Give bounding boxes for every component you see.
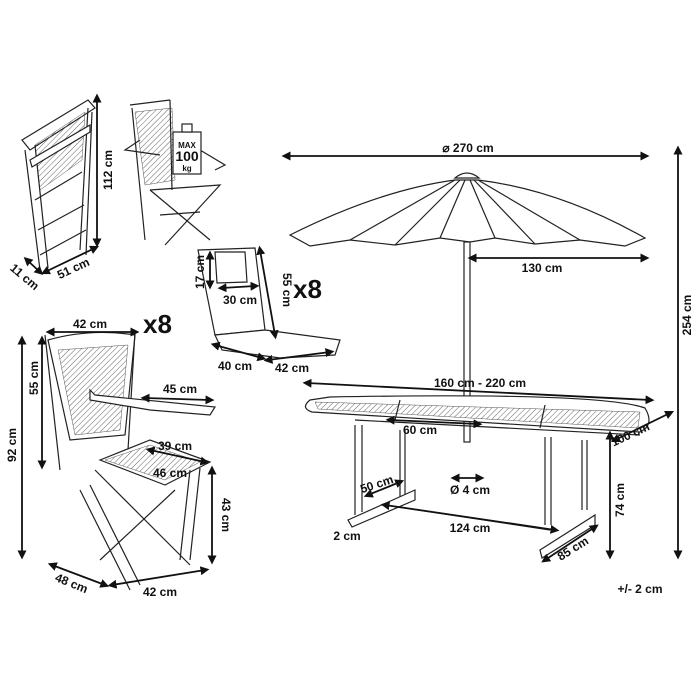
base-depth-label: 48 cm (53, 570, 90, 596)
folded-depth-label: 11 cm (7, 261, 42, 293)
folded-width-arrow (40, 245, 100, 275)
chair-back-label: 55 cm (27, 361, 41, 395)
folded-chair-drawing (21, 99, 96, 271)
table-length-label: 160 cm - 220 cm (434, 376, 526, 390)
chair-height-label: 92 cm (5, 428, 19, 462)
cushion-width-label: 42 cm (275, 361, 309, 375)
base-width-label: 42 cm (143, 585, 177, 599)
table-width-arrow (610, 410, 675, 443)
leg-span-arrow (380, 501, 560, 534)
umbrella-radius-label: 130 cm (522, 261, 563, 275)
cushion-back-arrow (256, 245, 279, 340)
pillow-width-label: 30 cm (223, 293, 257, 307)
cushion-depth-arrow (210, 341, 267, 362)
chair-drawing (44, 331, 217, 591)
umbrella-drawing (288, 172, 647, 443)
seat-width-label: 46 cm (153, 466, 187, 480)
foot-width-arrow (541, 524, 599, 563)
table-height-label: 74 cm (613, 483, 627, 517)
pillow-width-arrow (217, 281, 260, 293)
leg-span-label: 124 cm (450, 521, 491, 535)
umbrella-diameter-label: ⌀ 270 cm (442, 141, 493, 155)
table-extension-arrow (385, 415, 483, 429)
cushion-depth-label: 40 cm (218, 359, 252, 373)
seat-depth-label: 39 cm (158, 439, 192, 453)
foot-length-arrow (363, 479, 405, 498)
table-length-arrow (302, 378, 655, 405)
tolerance-label: +/- 2 cm (617, 582, 662, 596)
seat-depth-arrow (145, 446, 210, 466)
armrest-arrow (140, 393, 215, 405)
cushion-back-label: 55 cm (280, 273, 294, 307)
pole-hole-label: Ø 4 cm (450, 483, 490, 497)
pillow-height-label: 17 cm (193, 255, 207, 289)
umbrella-height-label: 254 cm (680, 295, 694, 336)
chair-with-weight-drawing: MAX 100 kg (123, 99, 227, 246)
chair-quantity-label: x8 (143, 309, 172, 339)
folded-depth-arrow (23, 256, 44, 276)
foot-length-label: 50 cm (358, 472, 395, 496)
base-depth-arrow (47, 562, 110, 588)
armrest-label: 45 cm (163, 382, 197, 396)
folded-height-label: 112 cm (101, 150, 115, 190)
weight-value-label: 100 (175, 148, 199, 164)
foot-thickness-label: 2 cm (333, 529, 360, 543)
weight-unit-label: kg (182, 164, 191, 173)
base-width-arrow (107, 566, 210, 589)
seat-height-label: 43 cm (219, 498, 233, 532)
cushion-quantity-label: x8 (293, 274, 322, 304)
weight-max-label: MAX (178, 141, 196, 150)
cushion-width-arrow (263, 348, 335, 364)
chair-top-width-label: 42 cm (73, 317, 107, 331)
table-extension-label: 60 cm (403, 423, 437, 437)
